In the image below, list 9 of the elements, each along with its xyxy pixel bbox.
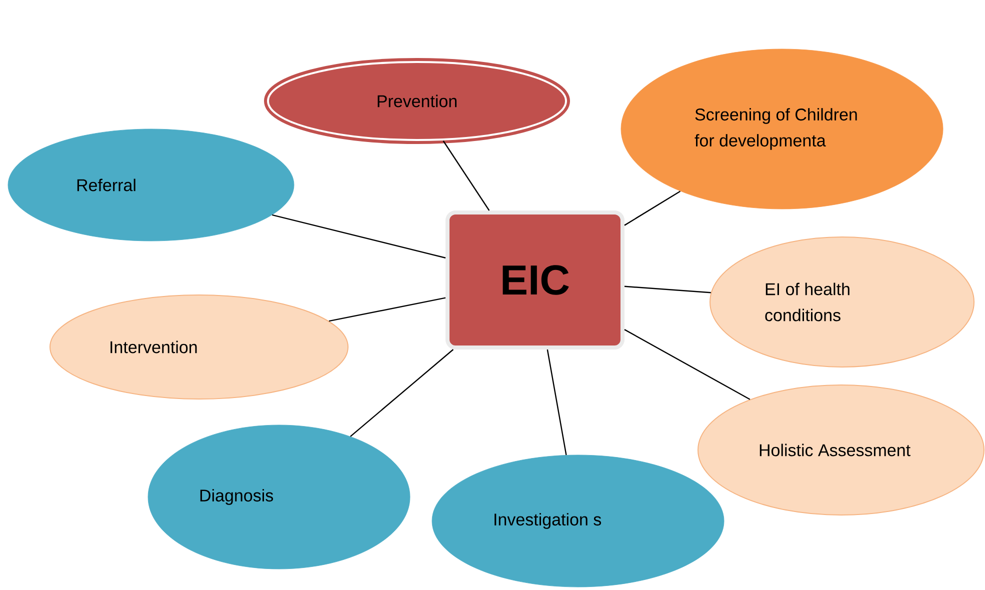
connector-line (624, 329, 750, 400)
connector-line (624, 190, 681, 226)
connector-line (624, 286, 711, 294)
connector-line (546, 349, 567, 456)
connector-line (272, 214, 446, 258)
center-box: EIC (446, 210, 624, 350)
connector-line (350, 349, 454, 437)
connector-line (328, 297, 446, 322)
connector-line (442, 140, 490, 211)
